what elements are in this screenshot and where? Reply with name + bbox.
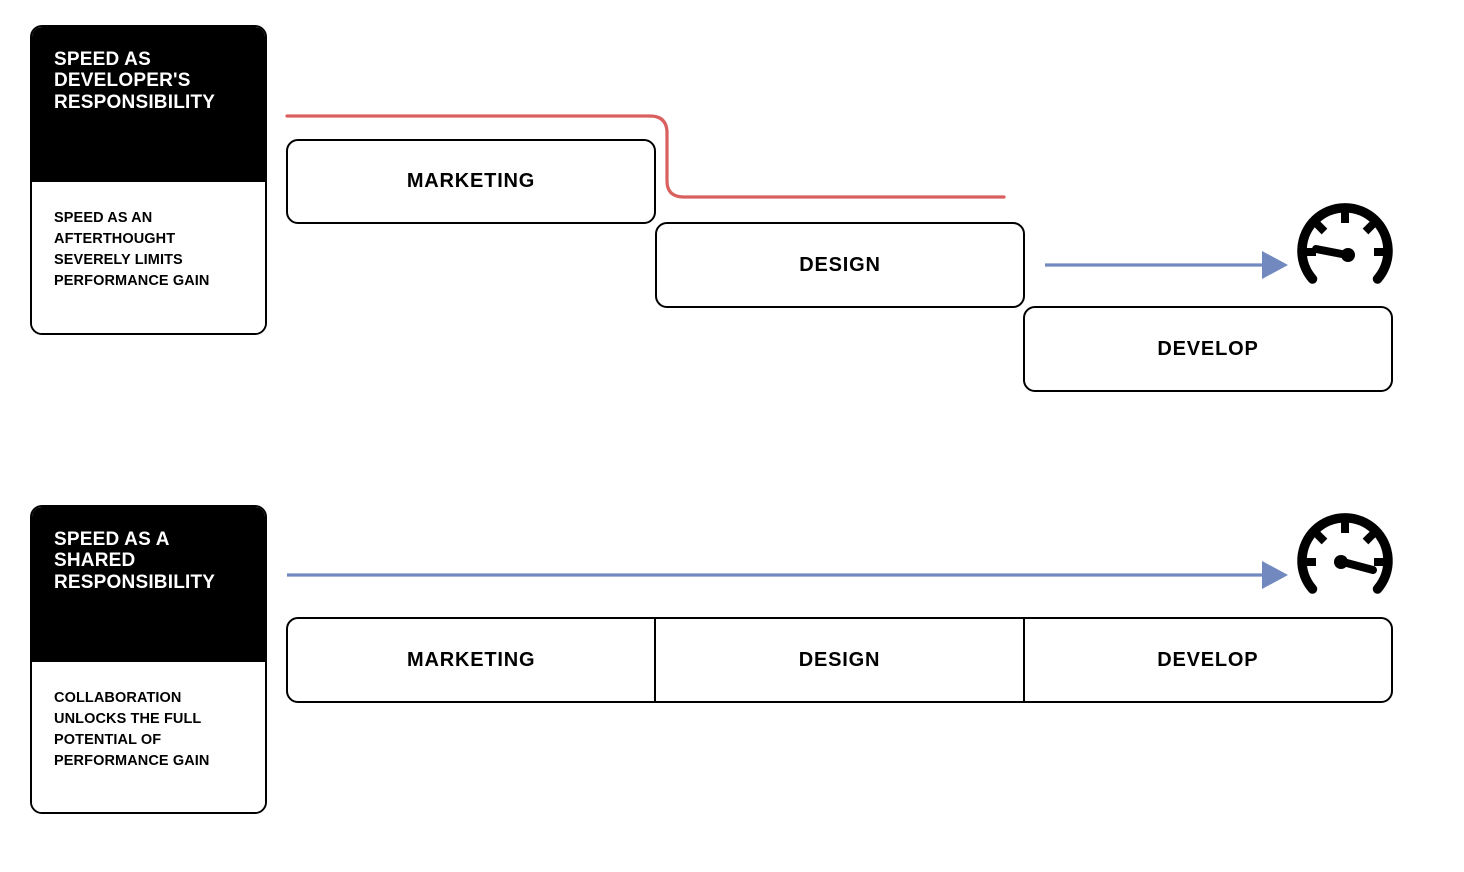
- card-shared-responsibility: SPEED AS A SHARED RESPONSIBILITY COLLABO…: [30, 505, 267, 814]
- performance-arrow-top: [1045, 251, 1288, 279]
- stage-box-design-top[interactable]: DESIGN: [655, 222, 1025, 308]
- gauge-tick: [1311, 218, 1328, 235]
- stage-label: DESIGN: [799, 253, 881, 276]
- gauge-tick: [1362, 218, 1379, 235]
- gauge-arc: [1297, 203, 1393, 284]
- card-heading: SPEED AS A SHARED RESPONSIBILITY: [32, 507, 265, 662]
- stage-box-develop-bottom[interactable]: DEVELOP: [1022, 619, 1391, 701]
- stage-box-marketing-bottom[interactable]: MARKETING: [288, 619, 654, 701]
- gauge-tick: [1311, 528, 1328, 545]
- gauge-needle: [1339, 558, 1377, 574]
- stage-label: DEVELOP: [1157, 337, 1259, 360]
- gauge-hub: [1341, 248, 1355, 262]
- stage-label: MARKETING: [406, 170, 536, 192]
- gauge-tick: [1362, 528, 1379, 545]
- stage-label: MARKETING: [407, 648, 536, 671]
- performance-arrow-bottom: [287, 561, 1288, 589]
- stage-label: DEVELOP: [1157, 648, 1259, 671]
- arrow-head: [1262, 561, 1288, 589]
- gauge-needle: [1312, 245, 1351, 259]
- stage-box-design-bottom[interactable]: DESIGN: [654, 619, 1022, 701]
- stage-bar-shared: MARKETING DESIGN DEVELOP: [286, 617, 1393, 703]
- stage-label: DESIGN: [798, 648, 881, 671]
- stage-box-marketing-top[interactable]: MARKETING: [286, 139, 656, 224]
- speedometer-icon-low: [1297, 203, 1393, 284]
- stage-box-develop-top[interactable]: DEVELOP: [1023, 306, 1393, 392]
- card-developer-responsibility: SPEED AS DEVELOPER'S RESPONSIBILITY SPEE…: [30, 25, 267, 335]
- gauge-arc: [1297, 513, 1393, 594]
- arrow-head: [1262, 251, 1288, 279]
- card-body-text: COLLABORATION UNLOCKS THE FULL POTENTIAL…: [32, 662, 265, 812]
- speedometer-icon-high: [1297, 513, 1393, 594]
- gauge-hub: [1334, 555, 1348, 569]
- card-body-text: SPEED AS AN AFTERTHOUGHT SEVERELY LIMITS…: [32, 182, 265, 333]
- card-heading: SPEED AS DEVELOPER'S RESPONSIBILITY: [32, 27, 265, 182]
